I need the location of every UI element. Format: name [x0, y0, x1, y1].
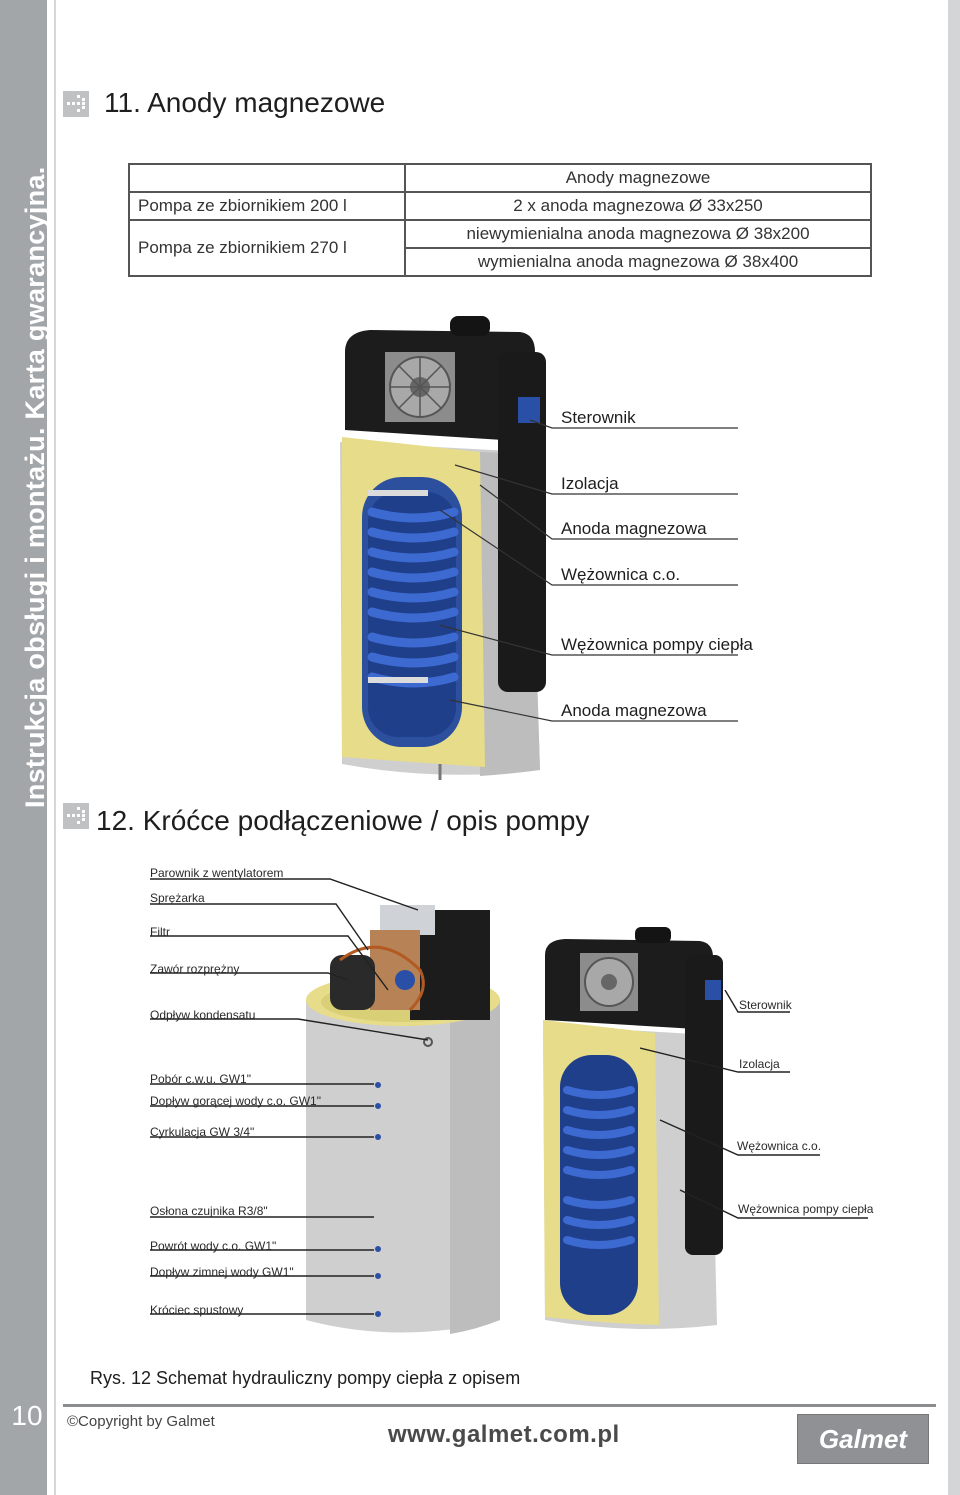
label-heating-water-inlet: Dopływ gorącej wody c.o. GW1"	[150, 1094, 321, 1108]
galmet-logo: Galmet	[797, 1414, 929, 1464]
copyright-text: ©Copyright by Galmet	[67, 1413, 215, 1430]
label-drain-valve: Króciec spustowy	[150, 1303, 244, 1317]
label-heat-pump-coil: Wężownica pompy ciepła	[738, 1202, 874, 1216]
table-header: Anody magnezowe	[404, 163, 872, 193]
callout-anode-1: Anoda magnezowa	[561, 519, 707, 538]
heat-pump-cutaway-illustration	[340, 316, 546, 780]
heat-pump-cutaway-illustration-small	[543, 927, 723, 1329]
label-condensate-drain: Odpływ kondensatu	[150, 1008, 256, 1022]
callout-lines	[440, 419, 738, 722]
label-circulation: Cyrkulacja GW 3/4"	[150, 1125, 255, 1139]
callout-anode-2: Anoda magnezowa	[561, 701, 707, 720]
page-border-line	[54, 0, 56, 1495]
website-link[interactable]: www.galmet.com.pl	[388, 1421, 620, 1448]
page-number: 10	[11, 1400, 43, 1431]
section-12-title: 12. Króćce podłączeniowe / opis pompy	[96, 805, 590, 836]
label-heating-water-return: Powrót wody c.o. GW1"	[150, 1239, 277, 1253]
table-corner-cell	[128, 163, 406, 193]
callout-heating-coil: Wężownica c.o.	[561, 565, 681, 584]
label-expansion-valve: Zawór rozprężny	[150, 962, 240, 976]
label-sensor-sleeve: Osłona czujnika R3/8"	[150, 1204, 268, 1218]
figure-caption: Rys. 12 Schemat hydrauliczny pompy ciepł…	[90, 1368, 521, 1388]
table-row-label: Pompa ze zbiornikiem 270 l	[128, 219, 406, 277]
page-right-strip	[948, 0, 960, 1495]
callout-lines-right	[640, 990, 868, 1219]
label-cold-water-inlet: Dopływ zimnej wody GW1"	[150, 1265, 294, 1279]
anodes-table: Anody magnezowe Pompa ze zbiornikiem 200…	[128, 163, 872, 277]
callout-heat-pump-coil: Wężownica pompy ciepła	[561, 635, 753, 654]
label-compressor: Sprężarka	[150, 891, 205, 905]
label-heating-coil: Wężownica c.o.	[737, 1139, 822, 1153]
callout-controller: Sterownik	[561, 408, 636, 427]
table-cell: niewymienialna anoda magnezowa Ø 38x200	[404, 219, 872, 249]
label-filter: Filtr	[150, 925, 170, 939]
sidebar-title: Instrukcja obsługi i montażu. Karta gwar…	[20, 166, 50, 808]
section-marker-icon	[63, 91, 89, 117]
label-controller: Sterownik	[739, 998, 792, 1012]
logo-text: Galmet	[818, 1424, 908, 1454]
callout-insulation: Izolacja	[561, 474, 619, 493]
label-insulation: Izolacja	[739, 1057, 780, 1071]
footer-divider	[63, 1404, 936, 1407]
table-cell: 2 x anoda magnezowa Ø 33x250	[404, 191, 872, 221]
label-hot-water-outlet: Pobór c.w.u. GW1"	[150, 1072, 251, 1086]
label-evaporator-fan: Parownik z wentylatorem	[150, 866, 284, 880]
sidebar	[0, 0, 47, 1495]
callout-lines-left	[150, 878, 429, 1315]
section-11-title: 11. Anody magnezowe	[104, 87, 386, 118]
section-marker-icon	[63, 803, 89, 829]
table-cell: wymienialna anoda magnezowa Ø 38x400	[404, 247, 872, 277]
table-row-label: Pompa ze zbiornikiem 200 l	[128, 191, 406, 221]
